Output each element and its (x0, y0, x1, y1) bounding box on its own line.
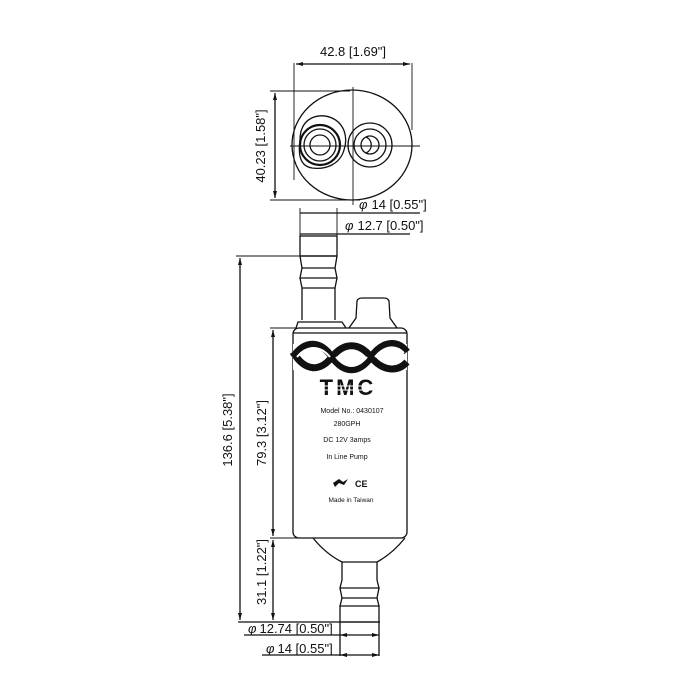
power-rating: DC 12V 3amps (323, 437, 371, 444)
top-view: 42.8 [1.69"] 40.23 [1.58"] (253, 44, 420, 205)
top-height-dim: 40.23 [1.58"] (253, 109, 268, 182)
ce-mark: CE (355, 479, 368, 489)
body-length-dim: 79.3 [3.12"] (254, 400, 269, 466)
outlet-length-dim: 31.1 [1.22"] (254, 539, 269, 605)
top-width-dim: 42.8 [1.69"] (320, 44, 386, 59)
model-number: Model No.: 0430107 (320, 408, 383, 415)
brand-logo: TMC (320, 375, 377, 400)
side-view: TMC Model No.: 0430107 280GPH DC 12V 3am… (289, 235, 410, 656)
total-length-dim: 136.6 [5.38"] (220, 393, 235, 466)
side-dimensions: 136.6 [5.38"] 79.3 [3.12"] 31.1 [1.22"] (220, 255, 380, 623)
flow-rate: 280GPH (334, 421, 361, 428)
rope-graphic (289, 340, 410, 374)
brand-stripes (318, 385, 380, 391)
certification-icon (333, 479, 348, 487)
pump-type: In Line Pump (326, 454, 367, 461)
origin-text: Made in Taiwan (328, 497, 373, 504)
